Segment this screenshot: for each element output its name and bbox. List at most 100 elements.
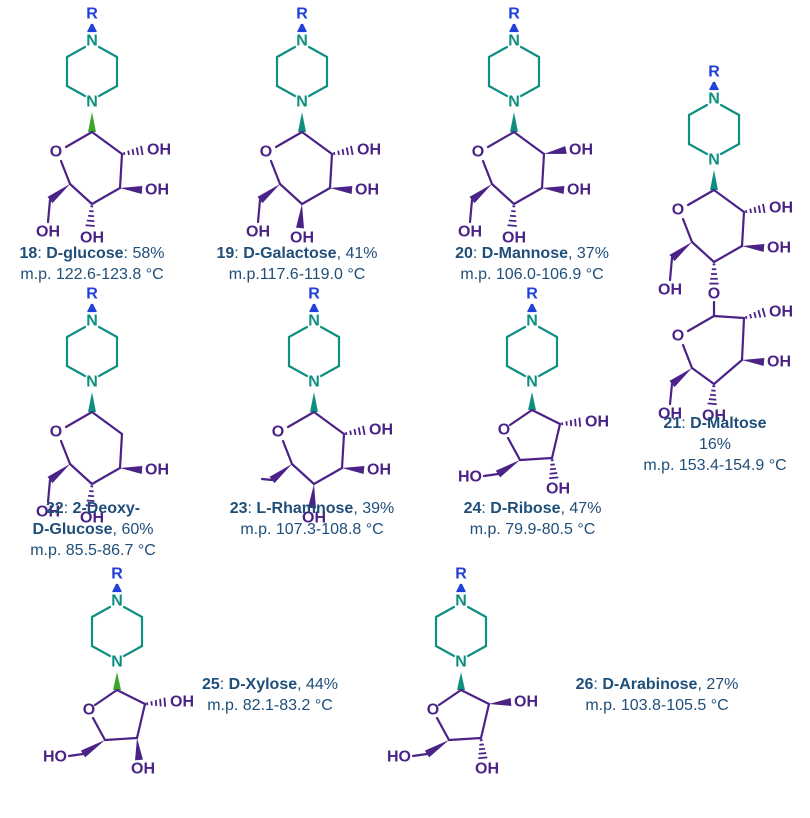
glycosidic-oxygen-label: O xyxy=(708,286,720,303)
hash-stroke xyxy=(353,428,357,436)
compound-yield-26: , 27% xyxy=(697,676,739,693)
ring-oxygen-label: O xyxy=(498,422,510,439)
compound-mp-25: m.p. 82.1-83.2 °C xyxy=(207,697,333,714)
piperazine-bond xyxy=(719,142,741,156)
methyl-bond xyxy=(260,477,274,482)
nitrogen-label: N xyxy=(111,654,123,671)
hash-stroke xyxy=(478,756,488,760)
hydroxyl-label: OH xyxy=(569,142,593,159)
nitrogen-label: N xyxy=(308,313,320,330)
compound-number-20: 20 xyxy=(455,245,473,262)
compound-name-24: D-Ribose xyxy=(490,500,561,517)
hash-stroke xyxy=(549,476,559,480)
piperazine-bond xyxy=(97,325,119,339)
ring-bond xyxy=(68,462,94,486)
r-group-label: R xyxy=(508,6,520,23)
hash-stroke xyxy=(357,427,361,436)
compound-mp-22: m.p. 85.5-86.7 °C xyxy=(30,542,156,559)
piperazine-bond xyxy=(287,364,309,378)
compound-name-21: D-Maltose xyxy=(690,415,767,432)
hydroxyl-label: OH xyxy=(514,694,538,711)
ring-bond xyxy=(540,152,546,190)
caption-23: 23: L-Rhamnose, 39% m.p. 107.3-108.8 °C xyxy=(212,498,412,540)
ring-bond xyxy=(91,716,107,742)
ring-bond xyxy=(681,217,694,244)
ch2oh-bond xyxy=(46,478,52,504)
r-group-hashed-bond xyxy=(509,23,519,33)
piperazine-bond xyxy=(65,364,87,378)
r-group-hashed-bond xyxy=(527,303,537,313)
hydroxyl-label: OH xyxy=(367,462,391,479)
ring-bond xyxy=(90,130,124,156)
c2-hashed-bond xyxy=(745,203,766,214)
compound-yield-18: : 58% xyxy=(123,245,165,262)
hydroxyl-label: OH xyxy=(458,224,482,241)
c4-wedge-bond xyxy=(296,204,304,229)
ring-bond xyxy=(59,439,72,466)
r-group-label: R xyxy=(308,286,320,303)
c5-wedge-bond xyxy=(269,464,292,484)
ring-bond xyxy=(115,688,147,706)
caption-19-line1: 19: D-Galactose, 41% xyxy=(202,243,392,264)
nitrogen-label: N xyxy=(508,33,520,50)
hash-stroke xyxy=(478,752,487,755)
r-group-hashed-bond xyxy=(112,583,122,593)
ring-bond xyxy=(286,410,316,429)
hash-stroke xyxy=(163,697,167,707)
c5-wedge-bond xyxy=(257,184,280,204)
c2-hashed-bond xyxy=(333,145,354,156)
c3-wedge-bond xyxy=(542,186,565,194)
caption-21-line1: 21: D-Maltose xyxy=(625,413,805,434)
compound-yield-22: , 60% xyxy=(112,521,154,538)
ring-bond xyxy=(59,159,72,186)
c3-wedge-bond xyxy=(120,466,143,474)
piperazine-bond xyxy=(487,84,509,98)
hash-stroke xyxy=(131,148,135,156)
piperazine-bond xyxy=(719,103,741,117)
hash-stroke xyxy=(154,699,158,707)
ring-oxygen-label: O xyxy=(260,144,272,161)
hydroxyl-label: OH xyxy=(80,510,104,527)
r-group-label: R xyxy=(455,566,467,583)
r-group-hashed-bond xyxy=(87,303,97,313)
compound-mp-26: m.p. 103.8-105.5 °C xyxy=(585,697,729,714)
hydroxyl-label: OH xyxy=(170,694,194,711)
compound-name-19: D-Galactose xyxy=(243,245,337,262)
hash-stroke xyxy=(85,504,95,507)
ring-bond xyxy=(506,436,522,462)
c5-wedge-bond xyxy=(47,184,70,204)
hash-stroke xyxy=(744,315,748,319)
ring-bond xyxy=(712,244,744,264)
compound-number-25: 25 xyxy=(201,676,220,693)
ch2oh-bond xyxy=(67,752,85,758)
anomeric-wedge-bond xyxy=(88,392,96,412)
hash-stroke xyxy=(478,747,486,751)
hash-stroke xyxy=(507,224,517,227)
c5-wedge-bond xyxy=(669,242,692,262)
ring-bond xyxy=(103,736,139,742)
c4-hashed-bond xyxy=(85,485,95,507)
caption-24: 24: D-Ribose, 47% m.p. 79.9-80.5 °C xyxy=(450,498,615,540)
piperazine-bond xyxy=(487,45,509,59)
ch2oh-bond xyxy=(256,198,262,224)
c4-hashed-bond xyxy=(507,205,517,227)
nitrogen-label: N xyxy=(308,374,320,391)
c3-hashed-bond xyxy=(549,459,559,480)
caption-20: 20: D-Mannose, 37% m.p. 106.0-106.9 °C xyxy=(437,243,627,285)
hash-stroke xyxy=(707,402,717,406)
nitrogen-label: N xyxy=(455,593,467,610)
caption-24-line1: 24: D-Ribose, 47% xyxy=(450,498,615,519)
hash-stroke xyxy=(333,152,336,156)
ring-bond xyxy=(135,702,147,740)
c4-wedge-bond xyxy=(495,460,520,478)
piperazine-bond xyxy=(122,605,144,619)
piperazine-bond xyxy=(505,364,527,378)
ring-bond xyxy=(118,432,124,470)
caption-26: 26: D-Arabinose, 27% m.p. 103.8-105.5 °C xyxy=(562,674,752,716)
nitrogen-label: N xyxy=(508,94,520,111)
nitrogen-label: N xyxy=(708,91,720,108)
